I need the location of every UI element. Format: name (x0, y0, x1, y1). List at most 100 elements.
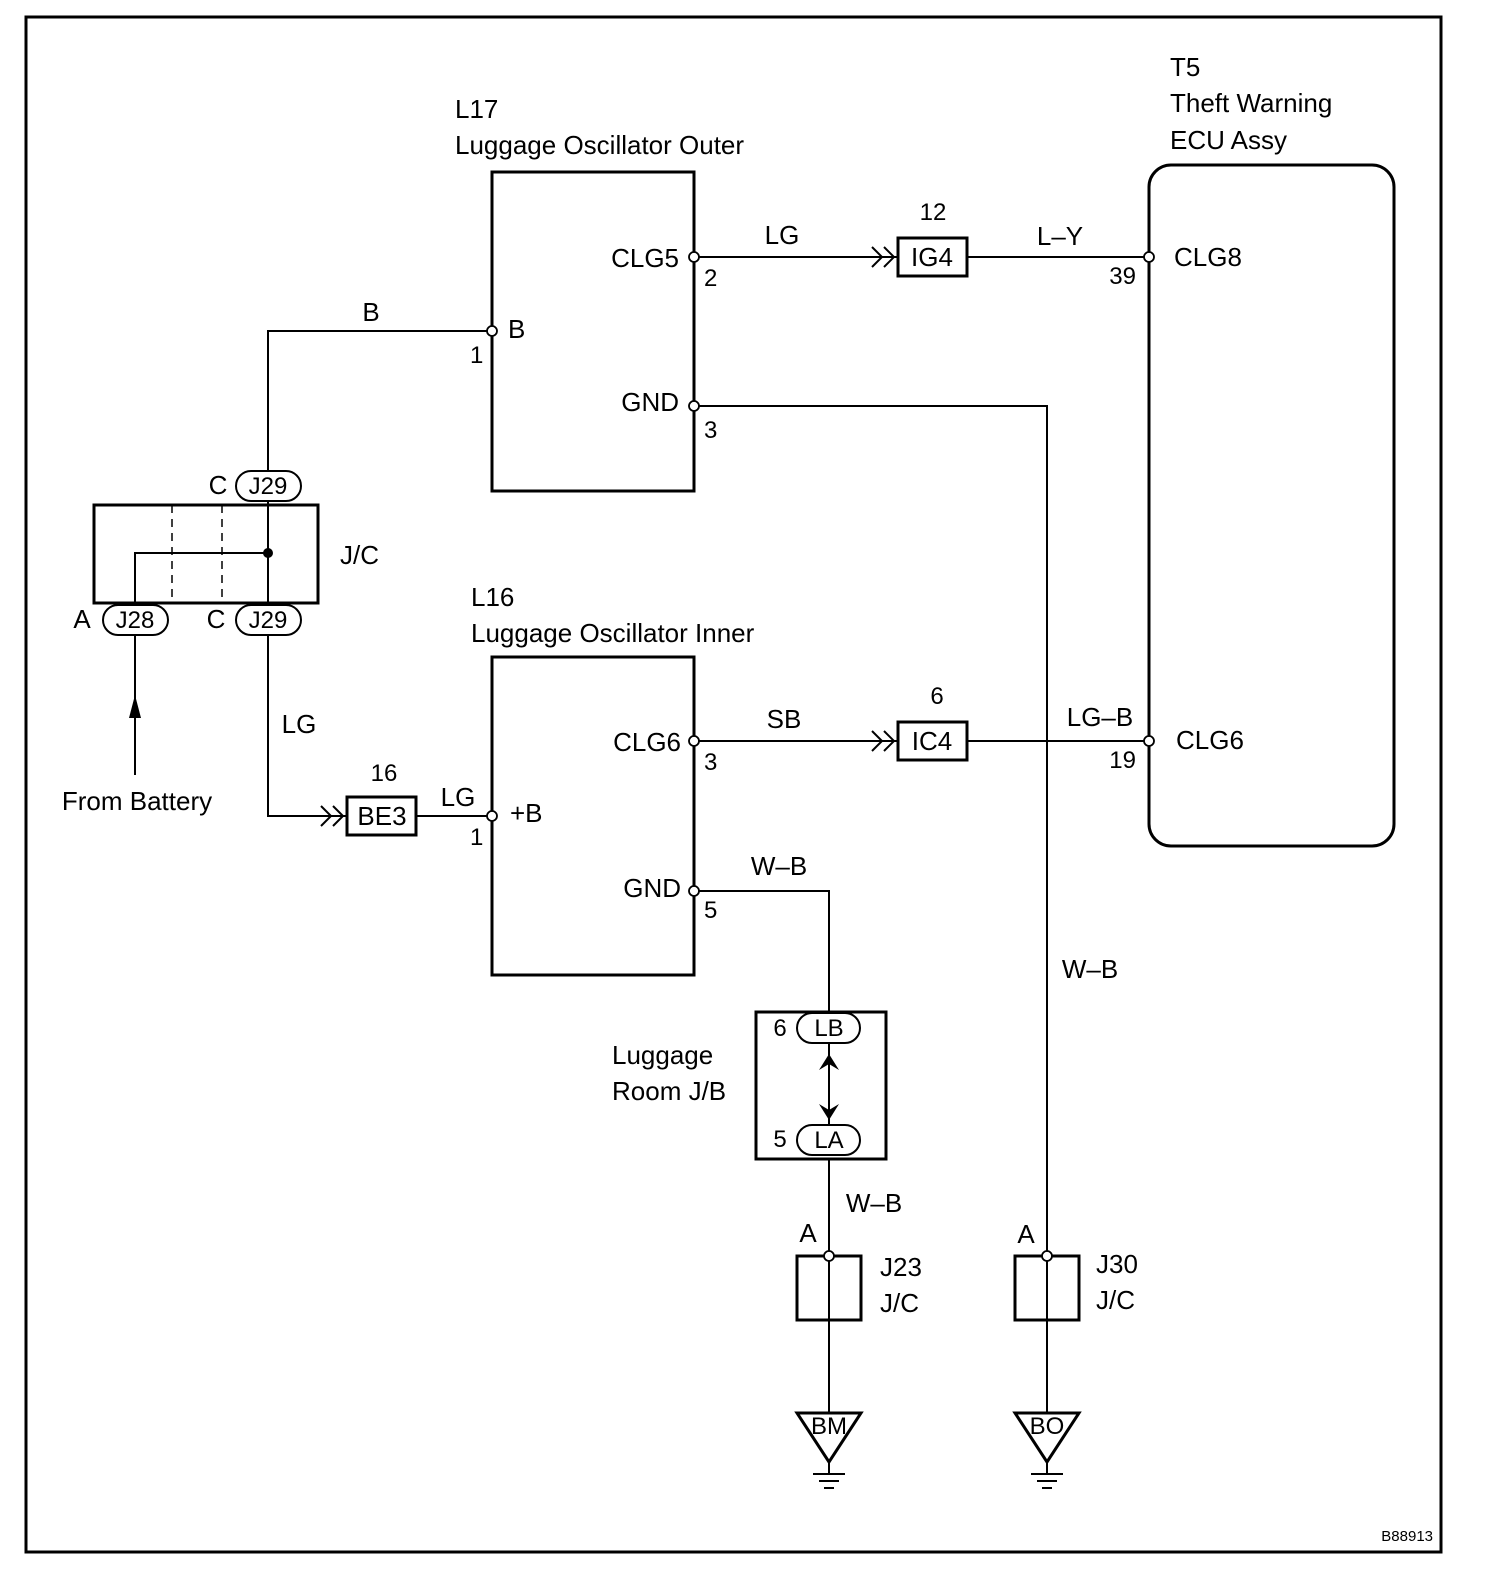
ground-bm-code: BM (811, 1413, 847, 1440)
j23-label: J/C (880, 1288, 919, 1318)
l17-pin-gnd-label: GND (621, 387, 679, 417)
l17-code: L17 (455, 94, 498, 124)
luggage-jb-name-line1: Luggage (612, 1040, 713, 1070)
junction-connector-main: J/C C J29 A J28 C J29 (73, 470, 379, 636)
t5-box (1147, 163, 1396, 848)
ground-bo-code: BO (1030, 1413, 1065, 1440)
ground-bm-triangle (794, 1411, 864, 1465)
junction-dot (263, 548, 273, 558)
wire-clg5-to-ig4-color: LG (765, 220, 800, 250)
connector-ig4: IG4 12 (871, 199, 969, 278)
junction-connector-j30: A J30 J/C (1013, 1219, 1138, 1322)
connector-lb (796, 1012, 861, 1044)
l16-box (490, 655, 696, 977)
diagram-frame (24, 15, 1443, 1554)
t5-pin-clg8-label: CLG8 (1174, 242, 1242, 272)
l16-pin-gnd-number: 5 (704, 897, 717, 924)
l16-pin-plusb-label: +B (510, 798, 543, 828)
from-battery-label: From Battery (62, 786, 212, 816)
connector-j29-top (235, 470, 302, 502)
wire-gnd-l17-color: W–B (1062, 954, 1118, 984)
ground-bm: BM (794, 1411, 864, 1489)
connector-ic4-pin: 6 (930, 683, 943, 710)
connector-j28 (102, 604, 169, 636)
j23-code: J23 (880, 1252, 922, 1282)
connector-ic4-chevron-outer (871, 730, 884, 752)
connector-la (796, 1124, 861, 1156)
component-l17: L17 Luggage Oscillator Outer CLG5 2 B 1 … (455, 94, 744, 493)
pin-l17-b (486, 325, 498, 337)
luggage-room-junction-block: Luggage Room J/B 6 LB 5 LA (612, 1010, 888, 1161)
wire-jc-to-be3-color: LG (282, 709, 317, 739)
connector-be3-chevron-inner (332, 805, 345, 827)
connector-la-code: LA (814, 1127, 843, 1154)
ground-bo-triangle (1012, 1411, 1082, 1465)
arrow-up-icon (129, 695, 141, 718)
l16-code: L16 (471, 582, 514, 612)
luggage-jb-name-line2: Room J/B (612, 1076, 726, 1106)
pin-j30-a (1041, 1250, 1053, 1262)
component-t5: T5 Theft Warning ECU Assy CLG8 39 CLG6 1… (1109, 52, 1396, 848)
l17-name: Luggage Oscillator Outer (455, 130, 744, 160)
luggage-jb-top-pin: 6 (773, 1015, 786, 1042)
pin-t5-clg6 (1143, 735, 1155, 747)
l16-pin-clg6-label: CLG6 (613, 727, 681, 757)
wire-jc-to-b-color: B (362, 297, 379, 327)
jc-bottom-left-pin-letter: A (73, 604, 91, 634)
pin-l17-clg5 (688, 251, 700, 263)
connector-be3-chevron-outer (320, 805, 333, 827)
connector-j29-top-code: J29 (249, 473, 288, 500)
pin-l17-gnd (688, 400, 700, 412)
pin-l16-gnd (688, 885, 700, 897)
connector-ic4: IC4 6 (871, 683, 969, 762)
l16-pin-clg6-number: 3 (704, 749, 717, 776)
l17-pin-clg5-label: CLG5 (611, 243, 679, 273)
wire-jb-to-j23-color: W–B (846, 1188, 902, 1218)
wire-l17-gnd-to-j30 (694, 405, 1048, 1256)
connector-be3-code: BE3 (357, 801, 406, 831)
luggage-jb-bottom-pin: 5 (773, 1126, 786, 1153)
connector-ic4-box (896, 720, 969, 762)
connector-ig4-box (896, 236, 969, 278)
l17-pin-b-number: 1 (470, 342, 483, 369)
connector-ic4-code: IC4 (912, 726, 952, 756)
t5-pin-clg8-number: 39 (1109, 263, 1136, 290)
jc-internal-link (134, 552, 268, 606)
pin-j23-a (823, 1250, 835, 1262)
wire-be3-to-plusb-color: LG (441, 782, 476, 812)
j30-pin-letter: A (1017, 1219, 1035, 1249)
j23-pin-letter: A (799, 1218, 817, 1248)
wire-clg6-to-ic4-color: SB (767, 704, 802, 734)
connector-ig4-chevron-inner (883, 246, 896, 268)
connector-ig4-code: IG4 (911, 242, 953, 272)
j30-code: J30 (1096, 1249, 1138, 1279)
j30-label: J/C (1096, 1285, 1135, 1315)
wire-l16-gnd-to-jb (694, 890, 830, 1012)
jc-bottom-right-pin-letter: C (207, 604, 226, 634)
chevron-up-icon (819, 1054, 839, 1070)
ground-bo: BO (1012, 1411, 1082, 1489)
pin-l16-clg6 (688, 735, 700, 747)
connector-lb-code: LB (814, 1015, 843, 1042)
t5-pin-clg6-number: 19 (1109, 747, 1136, 774)
pin-l16-plusb (486, 810, 498, 822)
pin-t5-clg8 (1143, 251, 1155, 263)
connector-j29-bottom (235, 604, 302, 636)
connector-ig4-pin: 12 (920, 199, 947, 226)
l16-pin-gnd-label: GND (623, 873, 681, 903)
l17-pin-clg5-number: 2 (704, 265, 717, 292)
wire-gnd-l16-color: W–B (751, 851, 807, 881)
wire-ic4-to-clg6-color: LG–B (1067, 702, 1134, 732)
t5-name-line2: ECU Assy (1170, 125, 1287, 155)
wire-jc-to-l17-b (267, 330, 492, 472)
wire-ig4-to-clg8-color: L–Y (1037, 221, 1083, 251)
connector-ig4-chevron-outer (871, 246, 884, 268)
component-l16: L16 Luggage Oscillator Inner CLG6 3 +B 1… (470, 582, 755, 977)
connector-j28-code: J28 (116, 607, 155, 634)
t5-pin-clg6-label: CLG6 (1176, 725, 1244, 755)
jc-top-pin-letter: C (209, 470, 228, 500)
connector-be3-pin: 16 (371, 760, 398, 787)
t5-name-line1: Theft Warning (1170, 88, 1332, 118)
l17-pin-b-label: B (508, 314, 525, 344)
